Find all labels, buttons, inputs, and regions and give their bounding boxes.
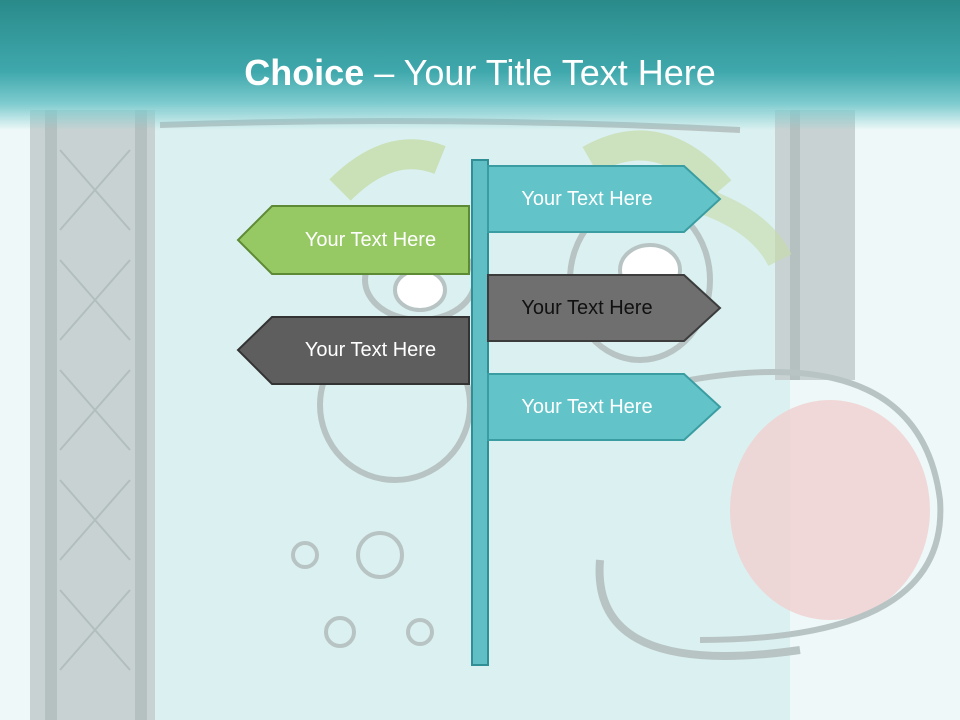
sign-label-3: Your Text Here (521, 297, 653, 319)
slide-title-bold: Choice (244, 52, 365, 93)
sign-arrow-1[interactable] (487, 165, 722, 233)
signpost-pole (471, 159, 489, 666)
sign-label-2: Your Text Here (304, 229, 437, 251)
slide-title: Choice – Your Title Text Here (0, 52, 960, 94)
sign-arrow-3[interactable] (487, 274, 722, 342)
slide-title-dash: – (364, 52, 404, 93)
sign-arrow-5[interactable] (487, 373, 722, 441)
header-band (0, 0, 960, 130)
sign-label-4: Your Text Here (304, 339, 437, 361)
sign-label-1: Your Text Here (521, 188, 653, 210)
sign-arrow-2[interactable] (236, 205, 470, 275)
sign-arrow-4[interactable] (236, 316, 470, 385)
sign-label-5: Your Text Here (521, 396, 653, 418)
slide-title-rest: Your Title Text Here (403, 52, 716, 93)
